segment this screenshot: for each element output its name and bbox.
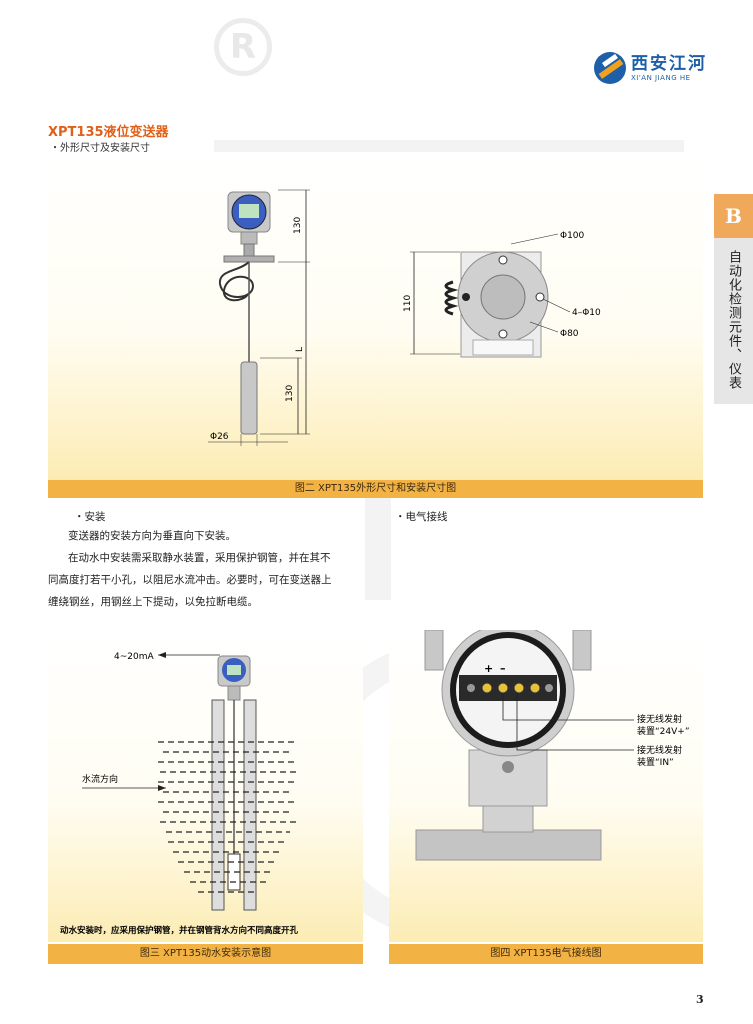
section-tab-letter: B [714, 194, 753, 238]
figure3-caption: 图三 XPT135动水安装示意图 [48, 944, 363, 964]
page-number: 3 [696, 993, 704, 1006]
figure2-dim-probe: 130 [285, 385, 295, 402]
figure3-drawing: 4~20mA 水流方向 [60, 652, 299, 936]
figure4-label2-line1: 接无线发射 [637, 744, 682, 756]
figure4-label2-line2: 装置“IN” [637, 756, 674, 768]
figure4-minus-label: – [500, 662, 506, 675]
install-para2-line3: 缠绕钢丝，用钢丝上下提动，以免拉断电缆。 [48, 596, 258, 608]
figure2-dim-dia26: Φ26 [210, 432, 229, 442]
figure2-caption: 图二 XPT135外形尺寸和安装尺寸图 [48, 480, 703, 498]
figure3-note: 动水安装时，应采用保护钢管，并在钢管背水方向不同高度开孔 [60, 925, 299, 936]
page-title: XPT135液位变送器 [48, 125, 169, 140]
figure4-plus-label: + [484, 662, 493, 675]
company-logo: 西安江河 XI'AN JIANG HE [594, 52, 707, 84]
figure2-drawing: 130 L 130 Φ26 110 Φ100 4–Φ10 Φ80 [208, 189, 601, 446]
figure2-dim-top: 130 [293, 217, 303, 234]
figure4-caption: 图四 XPT135电气接线图 [389, 944, 703, 964]
install-para2-line1: 在动水中安装需采取静水装置，采用保护钢管，并在其不 [68, 552, 331, 564]
install-para2-line2: 同高度打若干小孔，以阻尼水流冲击。必要时，可在变送器上 [48, 574, 332, 586]
figure4-label1-line2: 装置“24V+” [637, 725, 689, 737]
install-para1: 变送器的安装方向为垂直向下安装。 [68, 530, 236, 542]
figure3-signal-label: 4~20mA [114, 652, 154, 662]
figure4-panel: + – 接无线发射 装置“24V+” 接无线发射 装置“IN” [389, 623, 703, 942]
figure3-flow-label: 水流方向 [82, 773, 118, 785]
logo-english: XI'AN JIANG HE [631, 74, 691, 82]
figure4-drawing: + – 接无线发射 装置“24V+” 接无线发射 装置“IN” [415, 623, 689, 861]
figure2-dim-dia80: Φ80 [560, 329, 579, 339]
section-tab-label: 自动化检测元件、仪表 [714, 238, 753, 404]
figure2-dim-dia100: Φ100 [560, 231, 585, 241]
logo-name: 西安江河 [631, 54, 707, 74]
figure3-panel: 4~20mA 水流方向 [48, 630, 363, 942]
figure2-dim-holes: 4–Φ10 [572, 308, 601, 318]
logo-icon [594, 52, 626, 84]
install-heading: ・安装 [74, 511, 106, 523]
figure2-dim-length: L [295, 347, 305, 352]
figure2-panel: 130 L 130 Φ26 110 Φ100 4–Φ10 Φ80 [48, 152, 703, 480]
registered-watermark: R [214, 18, 272, 76]
figure4-label1-line1: 接无线发射 [637, 713, 682, 725]
wiring-heading: ・电气接线 [395, 511, 448, 523]
section-subtitle: ・外形尺寸及安装尺寸 [50, 143, 150, 154]
figure2-dim-110: 110 [403, 295, 413, 312]
